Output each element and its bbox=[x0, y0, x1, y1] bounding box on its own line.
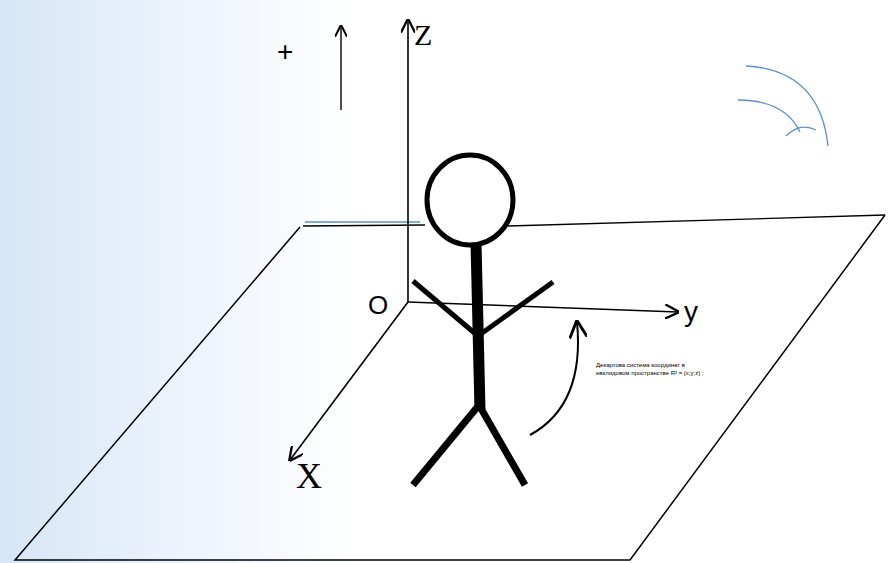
stick-figure bbox=[413, 155, 553, 485]
plane-edge bbox=[508, 215, 885, 226]
plane-edge bbox=[303, 225, 425, 226]
axis-label: y bbox=[684, 298, 698, 326]
rotation-arrow bbox=[530, 322, 578, 435]
plane-outline bbox=[15, 215, 885, 560]
sign-label: + bbox=[277, 38, 293, 66]
x-axis bbox=[290, 302, 408, 460]
z-axis bbox=[407, 20, 409, 302]
note-text: Декартова система координат в евклидовом… bbox=[596, 362, 706, 378]
blue-stroke bbox=[305, 221, 420, 223]
axis-label: X bbox=[296, 458, 322, 494]
axis-label: Z bbox=[414, 20, 432, 50]
decorative-arcs bbox=[738, 66, 828, 146]
origin-label: O bbox=[368, 292, 388, 318]
positive-direction-arrow bbox=[340, 26, 341, 110]
